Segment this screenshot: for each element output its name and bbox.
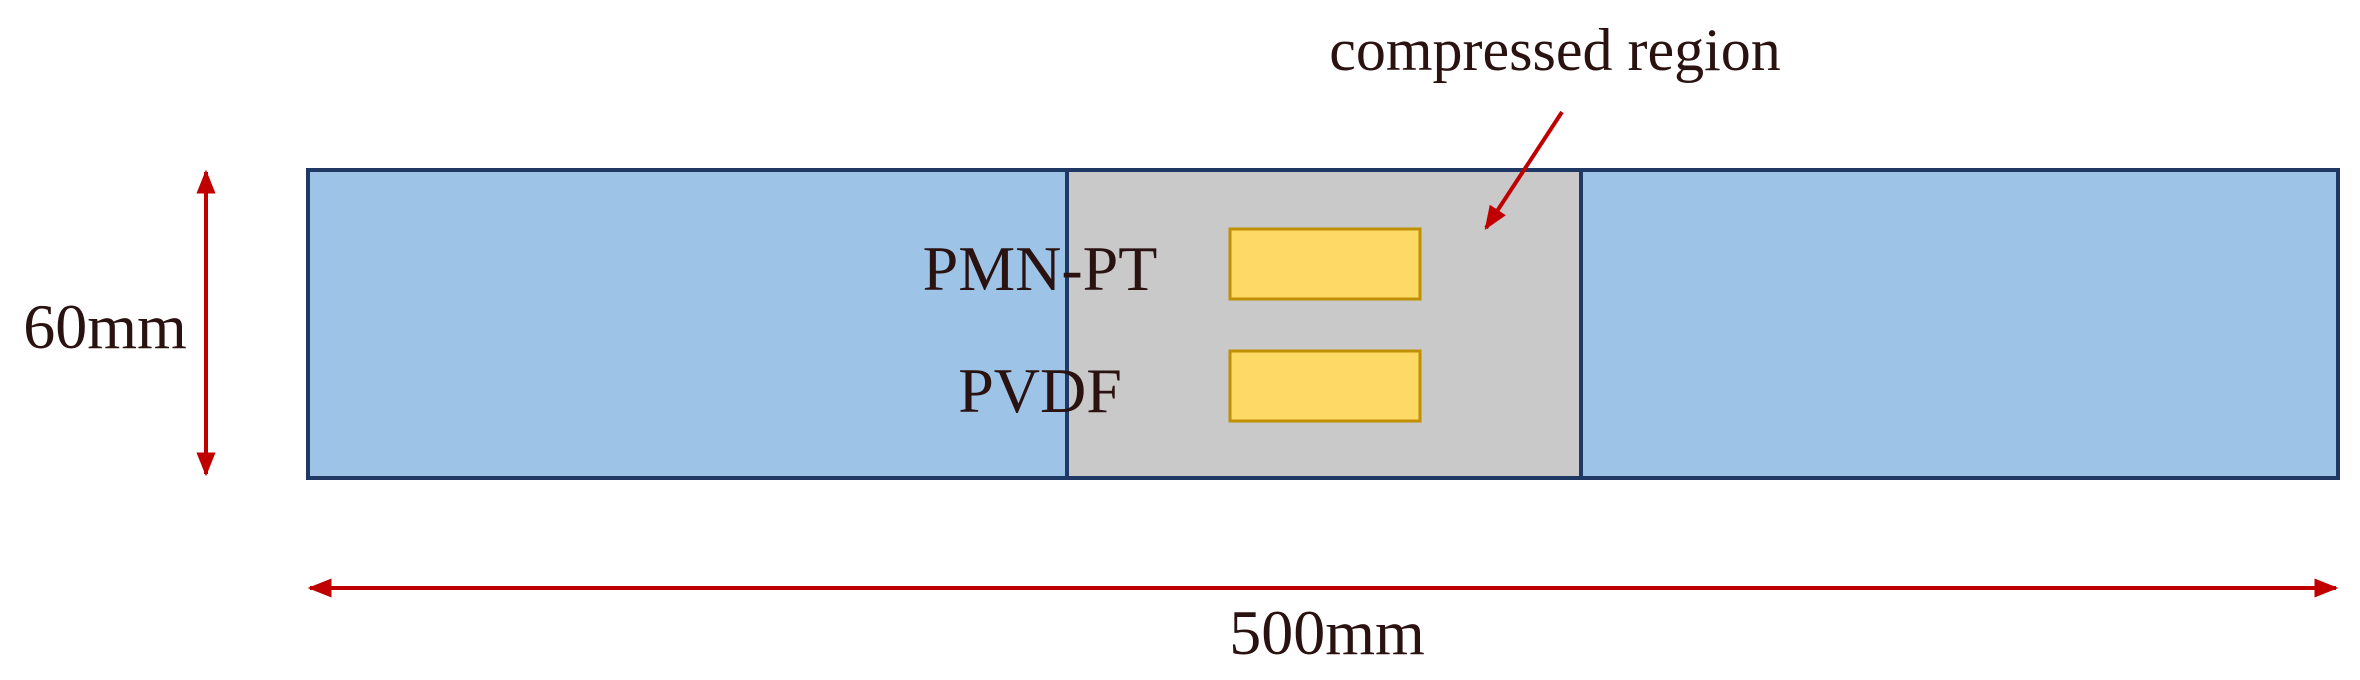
compressed-region — [1065, 168, 1583, 480]
pvdf-sensor — [1228, 349, 1422, 423]
pmn-pt-sensor — [1228, 227, 1422, 301]
length-label: 500mm — [1229, 597, 1425, 668]
pvdf-label: PVDF — [958, 355, 1122, 426]
compressed-region-label: compressed region — [1329, 17, 1781, 83]
pmn-pt-label: PMN-PT — [923, 233, 1158, 304]
region-pointer-arrow — [1484, 110, 1564, 231]
height-label: 60mm — [23, 291, 187, 362]
